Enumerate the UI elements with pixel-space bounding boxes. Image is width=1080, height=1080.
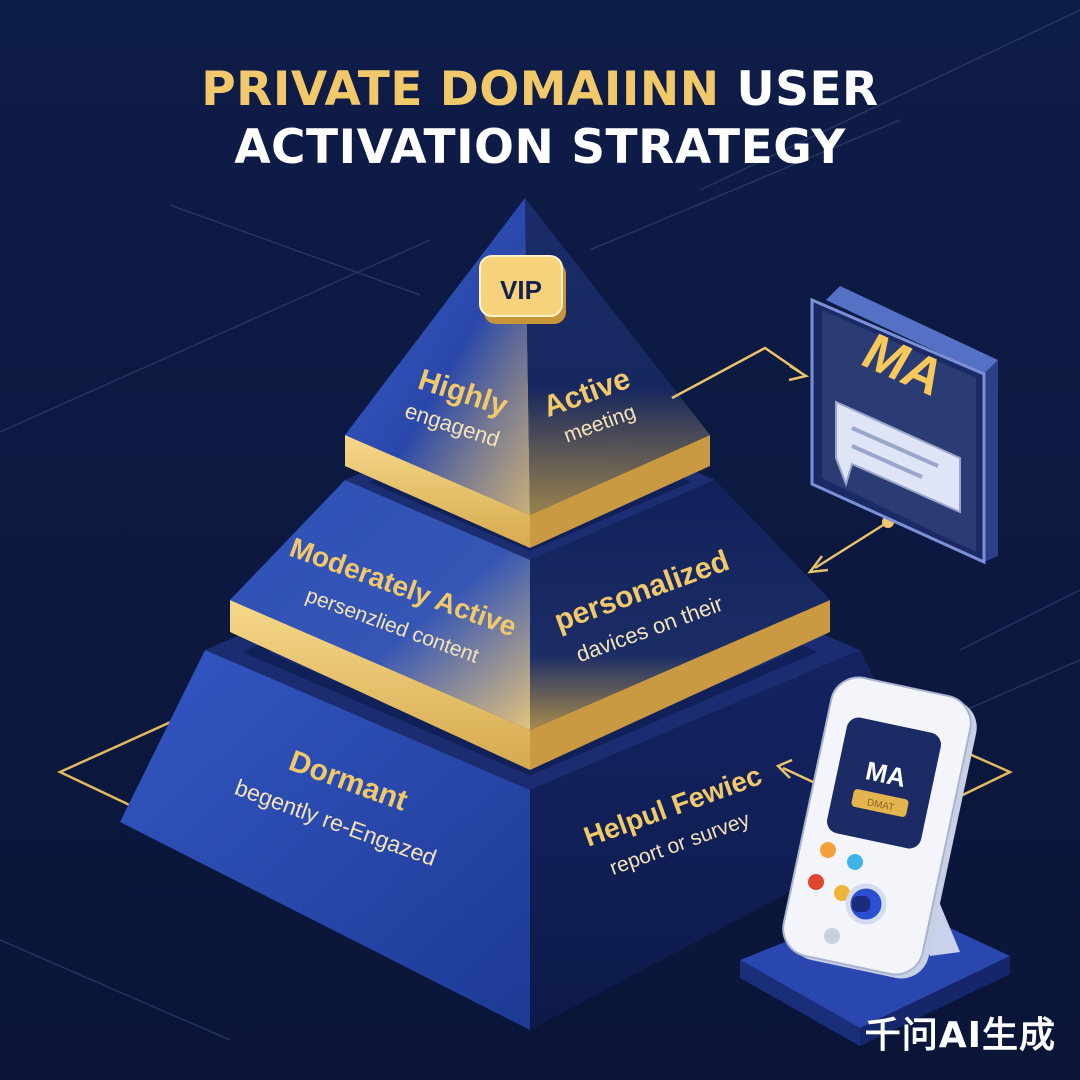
tier-middle-left-face: [230, 480, 530, 730]
phone-button-yellow: [834, 885, 850, 901]
phone-device: MA DMAT: [740, 676, 1010, 1046]
phone-tag: [851, 789, 909, 817]
title-user: USER: [736, 62, 879, 117]
background-lines: [0, 9, 1080, 1041]
title-line-1: PRIVATE DOMAIINN USER: [0, 66, 1080, 113]
tier-bottom-left-face: [120, 650, 530, 1030]
vip-badge: VIP: [479, 255, 566, 324]
watermark: 千问AI生成: [864, 1015, 1056, 1056]
title-line-2: ACTIVATION STRATEGY: [234, 120, 846, 175]
vip-badge-label: VIP: [500, 275, 542, 305]
gold-band-lower: [230, 600, 830, 770]
phone-button-blue: [847, 854, 863, 870]
gold-band-upper: [345, 435, 710, 548]
chat-bubble-icon: [835, 400, 961, 514]
tier-top-right-face: [525, 198, 710, 515]
ma-panel: MA: [810, 286, 998, 565]
phone-button-orange: [820, 842, 836, 858]
phone-button-gray: [824, 928, 840, 944]
title-private-domaiinn: PRIVATE DOMAIINN: [201, 62, 720, 117]
tier-middle-right-face: [530, 480, 830, 730]
connector-arrows: [671, 346, 889, 792]
phone-button-red: [808, 874, 824, 890]
